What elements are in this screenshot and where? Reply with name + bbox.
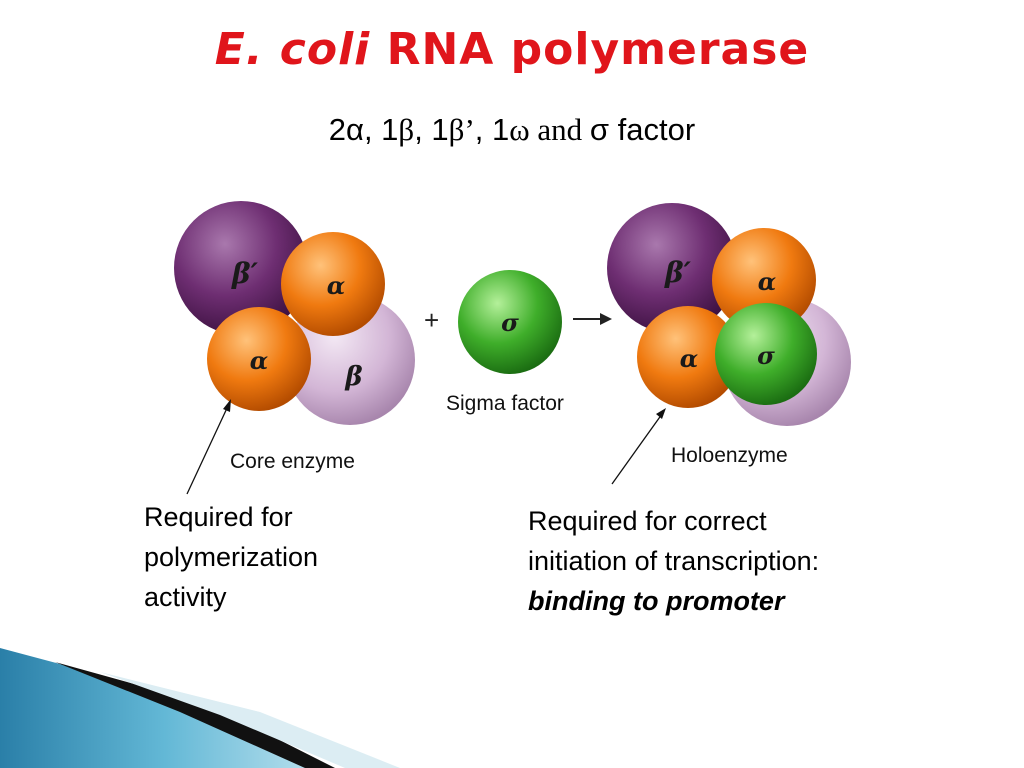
subunit-beta-prime: β’ xyxy=(448,112,475,147)
subunit-part-2: , 1 xyxy=(414,112,449,147)
core-alpha-bottom-label: α xyxy=(250,346,268,375)
subunit-beta: β xyxy=(398,112,415,147)
title-italic: E. coli xyxy=(214,24,371,75)
holoenzyme: β′ α α σ Holoenzyme xyxy=(607,203,851,467)
holo-alpha-top-label: α xyxy=(758,267,776,296)
pointer-holo xyxy=(611,408,666,485)
subunit-part-1: 2α, 1 xyxy=(328,112,399,147)
subunit-sigma-factor: σ factor xyxy=(589,112,696,147)
core-note-line-3: activity xyxy=(144,582,227,612)
core-enzyme-label: Core enzyme xyxy=(230,450,355,473)
holo-alpha-bottom-label: α xyxy=(680,344,698,373)
slide-title: E. coli RNA polymerase xyxy=(0,24,1024,75)
holo-beta-prime-label: β′ xyxy=(664,256,692,289)
sigma-subunit xyxy=(458,270,562,374)
sigma-function-note: Required for correct initiation of trans… xyxy=(528,501,819,621)
holo-sigma-label: σ xyxy=(757,341,775,370)
sigma-note-line-1: Required for correct xyxy=(528,506,767,536)
core-enzyme: β′ α α β Core enzyme xyxy=(174,201,415,473)
subunit-and: and xyxy=(529,112,590,147)
title-rest: RNA polymerase xyxy=(370,24,810,75)
subunit-part-3: , 1 xyxy=(474,112,510,147)
corner-swoosh-decoration xyxy=(0,648,400,768)
core-alpha-top-label: α xyxy=(327,271,345,300)
holoenzyme-label: Holoenzyme xyxy=(671,444,788,467)
core-note-line-2: polymerization xyxy=(144,542,319,572)
sigma-note-line-2: initiation of transcription: xyxy=(528,546,820,576)
sigma-factor: σ Sigma factor xyxy=(446,270,564,415)
holo-alpha-subunit-top xyxy=(712,228,816,332)
sigma-label: σ xyxy=(501,308,519,337)
sigma-factor-label: Sigma factor xyxy=(446,392,564,415)
subunit-composition: 2α, 1β, 1β’, 1ω and σ factor xyxy=(0,112,1024,148)
pointer-core xyxy=(186,399,231,495)
holo-beta-prime-subunit xyxy=(607,203,737,333)
core-function-note: Required for polymerization activity xyxy=(144,497,318,617)
core-alpha-subunit-bottom xyxy=(207,307,311,411)
core-alpha-subunit-top xyxy=(281,232,385,336)
core-beta-label: β xyxy=(344,362,362,392)
reaction-arrow xyxy=(573,313,612,325)
plus-sign: + xyxy=(424,305,439,335)
core-beta-prime-label: β′ xyxy=(231,257,259,290)
holo-sigma-subunit xyxy=(715,303,817,405)
core-note-line-1: Required for xyxy=(144,502,293,532)
core-beta-prime-subunit xyxy=(174,201,308,335)
sigma-note-line-3: binding to promoter xyxy=(528,586,785,616)
subunit-omega: ω xyxy=(509,112,530,147)
holo-alpha-subunit-bottom xyxy=(637,306,739,408)
